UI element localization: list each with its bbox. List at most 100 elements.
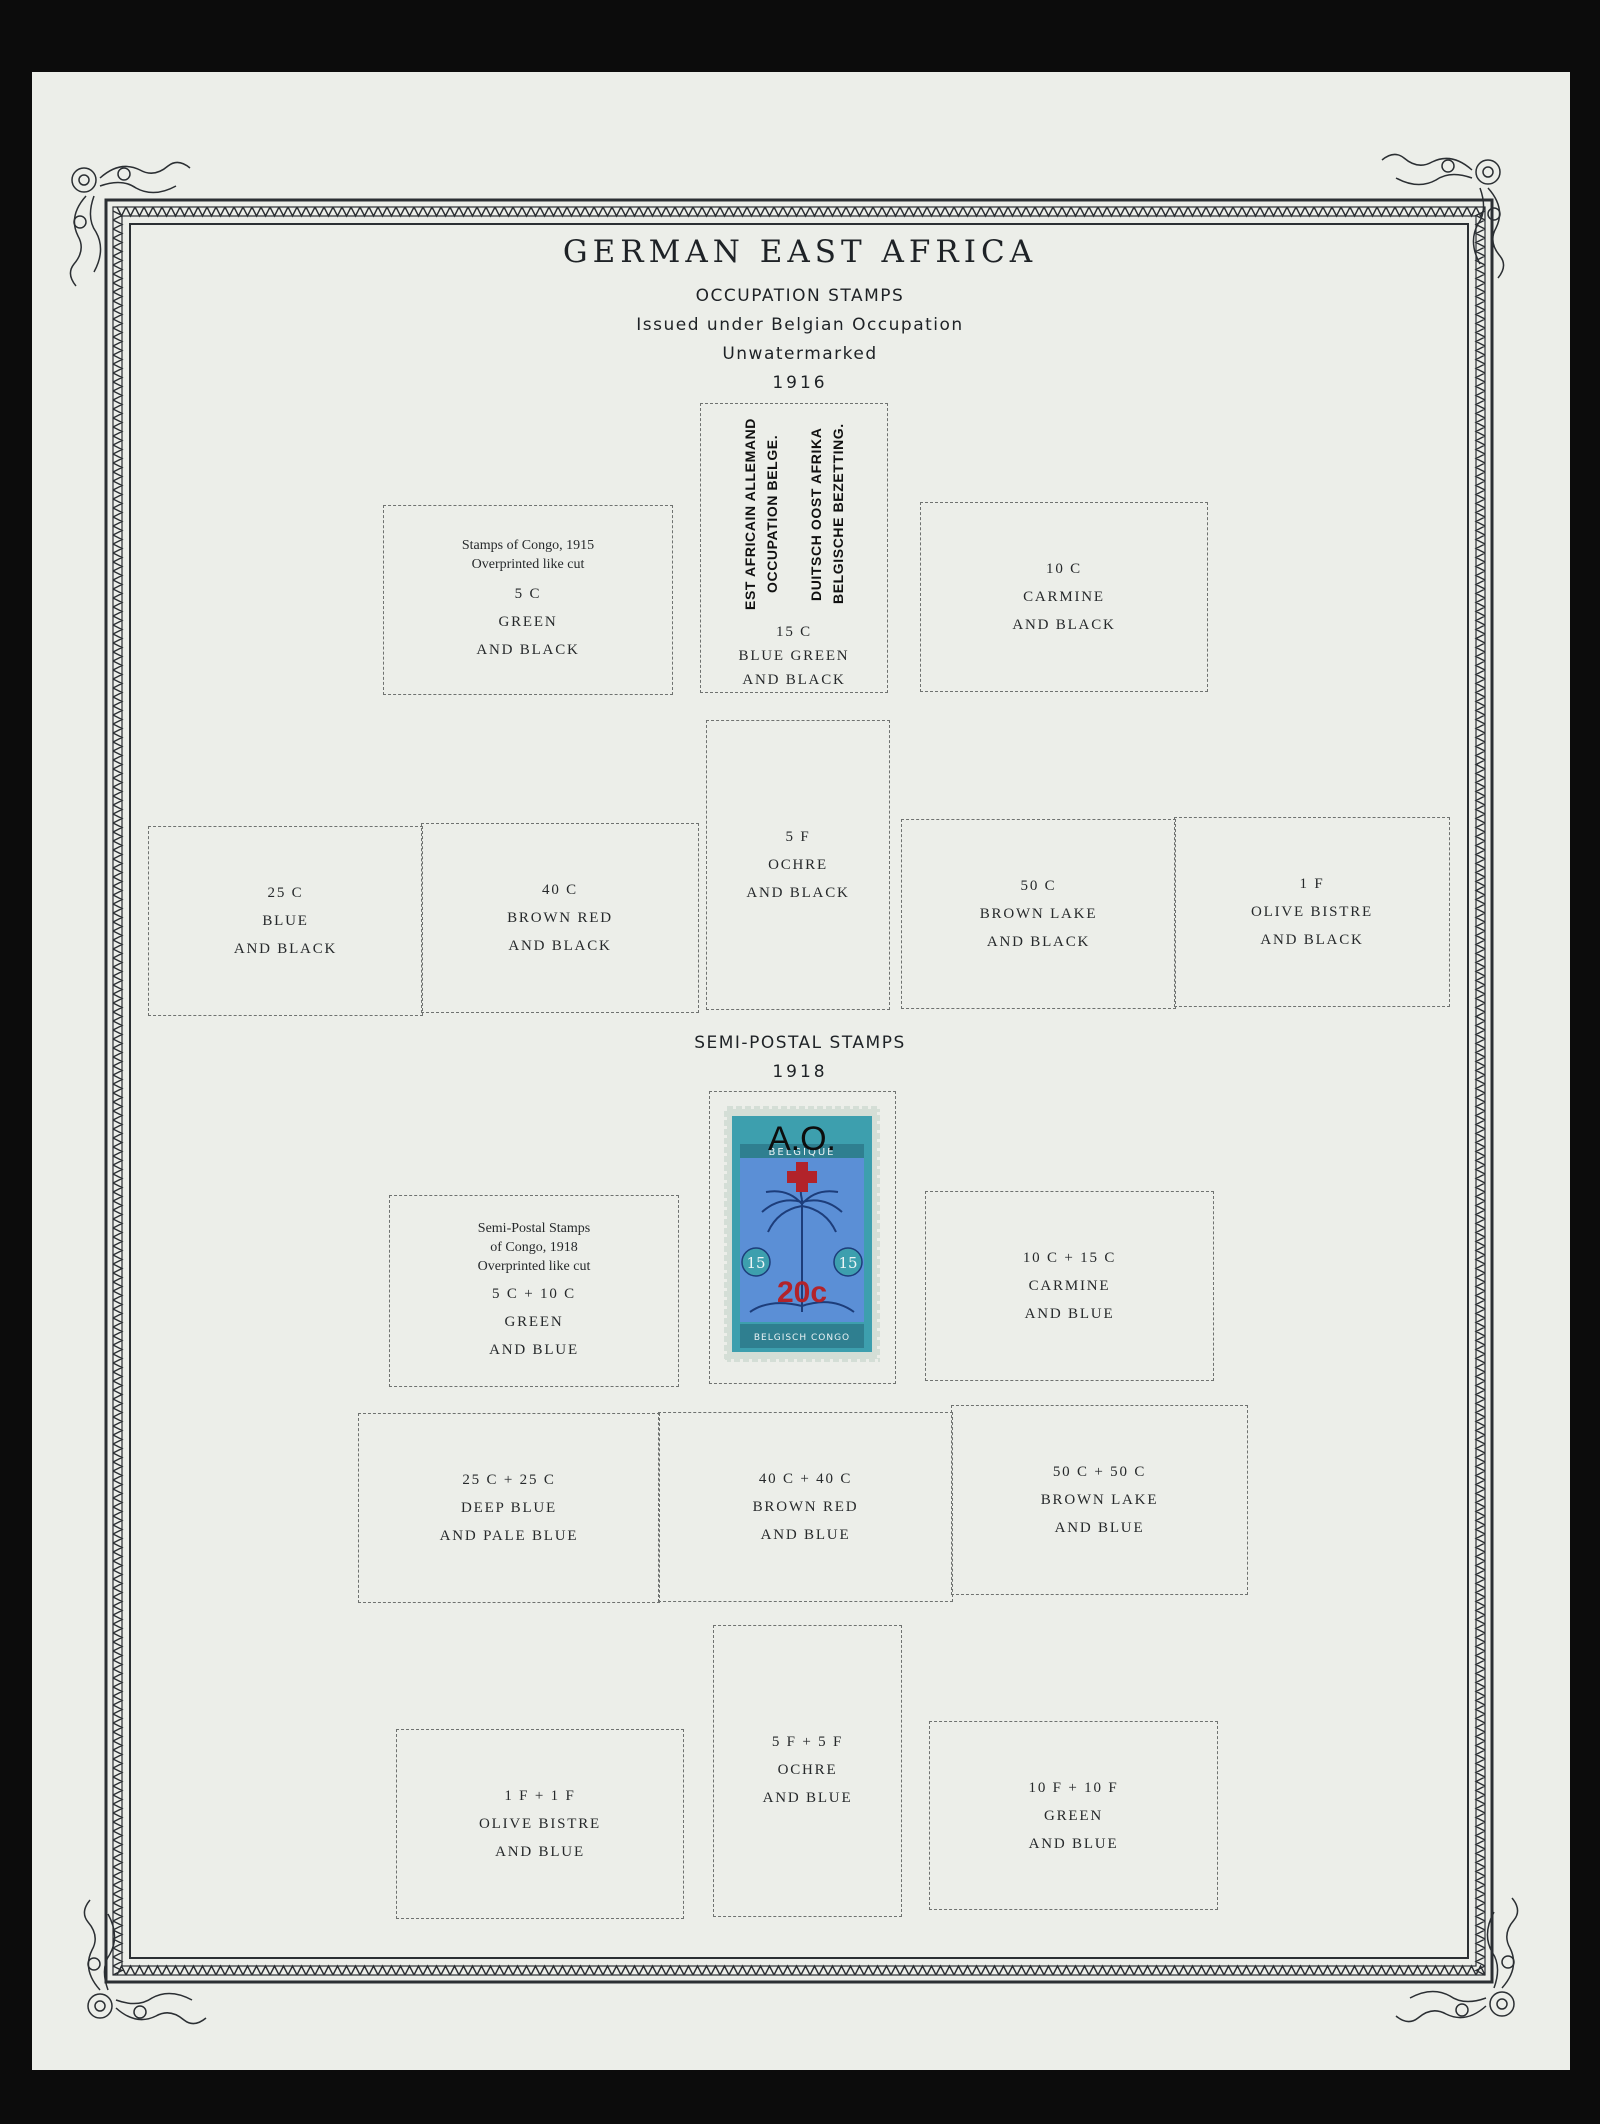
- album-page: [32, 72, 1570, 2070]
- space-color2: AND BLACK: [986, 934, 1091, 950]
- space-value: 10 F + 10 F: [1028, 1779, 1119, 1796]
- corner-ornament-bottom-right: [1395, 1897, 1519, 2023]
- space-value: 5 F + 5 F: [771, 1734, 844, 1750]
- space-value: 15 C: [776, 624, 812, 640]
- space-value: 25 C: [267, 885, 304, 901]
- stamp-space-1f[interactable]: 1 F OLIVE BISTRE AND BLACK: [1174, 817, 1450, 1007]
- space-value: 50 C: [1020, 878, 1057, 894]
- space-color2: AND BLUE: [762, 1790, 853, 1806]
- stamp-value-right: 15: [838, 1254, 857, 1272]
- space-value: 1 F + 1 F: [504, 1788, 576, 1804]
- space-color2: AND BLACK: [742, 672, 846, 688]
- zigzag-band: [112, 206, 1486, 1976]
- space-value: 5 F: [785, 829, 811, 845]
- stamp-space-5f[interactable]: 5 F OCHRE AND BLACK: [706, 720, 890, 1010]
- space-color: BLUE: [262, 913, 309, 929]
- space-color: OCHRE: [768, 857, 828, 873]
- space-color: OLIVE BISTRE: [1250, 904, 1373, 920]
- space-color2: AND BLUE: [489, 1341, 579, 1358]
- overprint-line: DUITSCH OOST AFRIKA: [808, 427, 824, 601]
- palm-tree-icon: [749, 1173, 855, 1313]
- space-note: Stamps of Congo, 1915: [461, 538, 595, 553]
- space-note: Overprinted like cut: [471, 557, 585, 572]
- space-color: GREEN: [504, 1313, 564, 1330]
- stamp-space-1f-1f[interactable]: 1 F + 1 F OLIVE BISTRE AND BLUE: [396, 1729, 684, 1919]
- outer-frame-line: [104, 198, 1494, 1984]
- space-color: DEEP BLUE: [460, 1500, 558, 1516]
- watermark-caption: Unwatermarked: [722, 344, 878, 364]
- issued-caption: Issued under Belgian Occupation: [636, 315, 964, 335]
- stamp-space-5c-10c[interactable]: Semi-Postal Stamps of Congo, 1918 Overpr…: [389, 1195, 679, 1387]
- space-color2: AND BLACK: [746, 885, 850, 901]
- space-value: 50 C + 50 C: [1052, 1464, 1147, 1480]
- stamp-space-25c[interactable]: 25 C BLUE AND BLACK: [148, 826, 423, 1016]
- section-heading-occupation: OCCUPATION STAMPS: [695, 286, 905, 306]
- space-color2: AND BLUE: [1024, 1306, 1115, 1322]
- space-color: BLUE GREEN: [738, 648, 850, 664]
- stamp-space-15c-mounted[interactable]: BELGIQUE 15 15 BELGISCH CONGO A.O. 20c: [709, 1091, 896, 1384]
- space-value: 5 C: [514, 586, 542, 602]
- inner-frame-line: [129, 223, 1469, 1959]
- corner-ornament-top-right: [1381, 153, 1505, 279]
- space-color2: AND BLUE: [760, 1527, 851, 1543]
- overprint-cut: EST AFRICAIN ALLEMAND OCCUPATION BELGE. …: [742, 418, 846, 610]
- zigzag-inner-line: [121, 215, 1477, 1967]
- stamp-perforation: [721, 1103, 883, 1365]
- zigzag-outer-line: [112, 206, 1486, 1976]
- space-color: BROWN LAKE: [979, 906, 1098, 922]
- space-color: OCHRE: [777, 1762, 838, 1778]
- space-note: of Congo, 1918: [490, 1239, 578, 1255]
- space-value: 10 C: [1046, 561, 1082, 577]
- year-1918: 1918: [772, 1062, 828, 1082]
- stamp-space-10c[interactable]: 10 C CARMINE AND BLACK: [920, 502, 1208, 692]
- space-color2: AND BLACK: [476, 642, 580, 658]
- stamp-space-15c[interactable]: EST AFRICAIN ALLEMAND OCCUPATION BELGE. …: [700, 403, 888, 693]
- space-value: 40 C + 40 C: [758, 1471, 853, 1487]
- space-value: 25 C + 25 C: [462, 1472, 556, 1488]
- section-heading-semipostal: SEMI-POSTAL STAMPS: [694, 1033, 906, 1053]
- stamp-space-40c[interactable]: 40 C BROWN RED AND BLACK: [421, 823, 699, 1013]
- year-1916: 1916: [772, 373, 828, 393]
- stamp-top-text: BELGIQUE: [769, 1147, 836, 1158]
- space-value: 5 C + 10 C: [492, 1285, 576, 1302]
- space-note: Semi-Postal Stamps: [477, 1220, 591, 1236]
- space-color2: AND BLUE: [495, 1844, 585, 1860]
- space-color2: AND BLUE: [1054, 1520, 1145, 1536]
- stamp-space-10c-15c[interactable]: 10 C + 15 C CARMINE AND BLUE: [925, 1191, 1214, 1381]
- space-color: BROWN LAKE: [1040, 1492, 1159, 1508]
- corner-ornament-top-left: [69, 161, 191, 287]
- stamp-space-25c-25c[interactable]: 25 C + 25 C DEEP BLUE AND PALE BLUE: [358, 1413, 660, 1603]
- space-color: GREEN: [498, 614, 558, 630]
- stamp-space-5f-5f[interactable]: 5 F + 5 F OCHRE AND BLUE: [713, 1625, 902, 1917]
- stamp-surcharge: 20c: [777, 1276, 827, 1309]
- space-color: CARMINE: [1023, 589, 1105, 605]
- space-color2: AND PALE BLUE: [439, 1528, 579, 1544]
- space-color2: AND BLACK: [1012, 617, 1116, 633]
- space-color: OLIVE BISTRE: [478, 1816, 601, 1832]
- stamp-overprint-ao: A.O.: [768, 1120, 836, 1158]
- space-color: GREEN: [1044, 1807, 1103, 1824]
- space-note: Overprinted like cut: [477, 1258, 591, 1274]
- stamp-image[interactable]: BELGIQUE 15 15 BELGISCH CONGO A.O. 20c: [710, 1092, 894, 1382]
- space-color: CARMINE: [1028, 1278, 1111, 1294]
- stamp-bottom-text: BELGISCH CONGO: [754, 1333, 850, 1343]
- stamp-space-10f-10f[interactable]: 10 F + 10 F GREEN AND BLUE: [929, 1721, 1218, 1910]
- stamp-space-5c[interactable]: Stamps of Congo, 1915 Overprinted like c…: [383, 505, 673, 695]
- space-color: BROWN RED: [752, 1499, 859, 1515]
- stamp-value-left: 15: [746, 1254, 765, 1272]
- corner-ornament-bottom-left: [83, 1899, 207, 2025]
- overprint-line: OCCUPATION BELGE.: [764, 434, 780, 594]
- overprint-line: EST AFRICAIN ALLEMAND: [742, 418, 758, 610]
- stamp-space-50c[interactable]: 50 C BROWN LAKE AND BLACK: [901, 819, 1176, 1009]
- stamp-space-50c-50c[interactable]: 50 C + 50 C BROWN LAKE AND BLUE: [951, 1405, 1248, 1595]
- space-color2: AND BLACK: [508, 938, 612, 954]
- red-cross-icon: [787, 1162, 817, 1192]
- space-value: 10 C + 15 C: [1022, 1250, 1117, 1266]
- space-value: 1 F: [1299, 876, 1325, 892]
- space-color2: AND BLACK: [233, 941, 338, 957]
- page-title: GERMAN EAST AFRICA: [562, 234, 1038, 270]
- space-color: BROWN RED: [507, 910, 613, 926]
- space-value: 40 C: [542, 882, 578, 898]
- stamp-space-40c-40c[interactable]: 40 C + 40 C BROWN RED AND BLUE: [658, 1412, 953, 1602]
